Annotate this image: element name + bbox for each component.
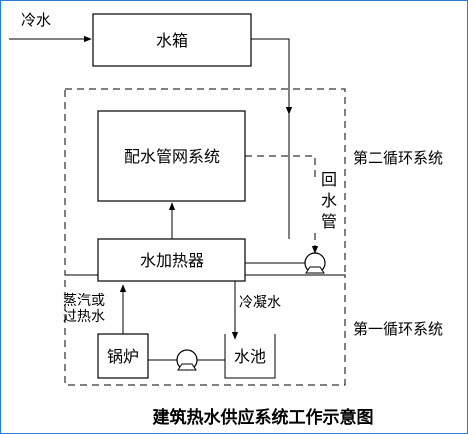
steam-label-line1: 蒸汽或: [63, 293, 105, 309]
water-heater-label: 水加热器: [140, 251, 204, 270]
first-cycle-boundary: [64, 274, 346, 386]
water-heater-box: [97, 238, 246, 282]
water-tank-box: [92, 13, 252, 67]
boiler-box: [97, 333, 149, 379]
condensate-label: 冷凝水: [239, 295, 281, 311]
return-pipe-label-2: 水: [321, 191, 337, 210]
first-cycle-label: 第一循环系统: [353, 320, 443, 338]
distribution-network-label: 配水管网系统: [124, 147, 220, 166]
water-tank-label: 水箱: [156, 31, 188, 50]
cold-water-label: 冷水: [21, 11, 51, 29]
tank-outlet-arrow: [251, 38, 293, 115]
return-pipe-label-1: 回: [321, 170, 337, 189]
boiler-label: 锅炉: [107, 347, 139, 366]
pump-icon: [304, 252, 326, 274]
diagram-caption: 建筑热水供应系统工作示意图: [153, 407, 374, 428]
pump-icon: [176, 349, 198, 371]
return-pipe-top: [245, 155, 316, 179]
second-cycle-label: 第二循环系统: [353, 149, 443, 167]
water-pool-label: 水池: [234, 347, 266, 366]
steam-label-line2: 过热水: [63, 309, 105, 325]
return-pipe-label-3: 管: [321, 212, 337, 231]
water-pool-outline: [224, 334, 276, 379]
